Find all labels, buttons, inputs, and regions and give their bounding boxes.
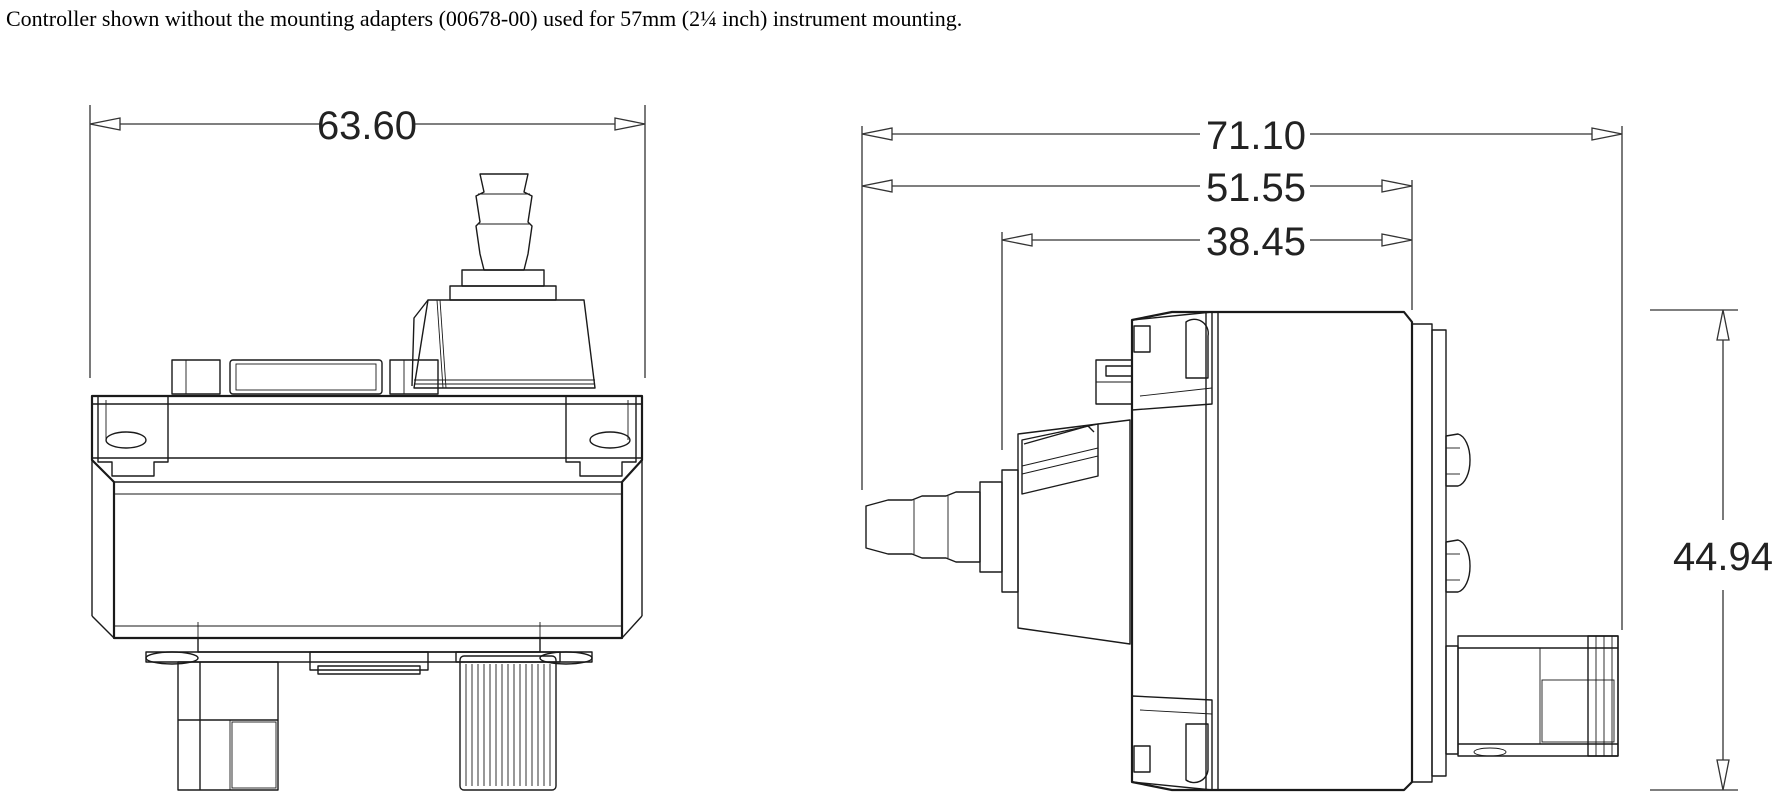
dimension-side-height: 44.94: [1650, 309, 1782, 791]
dimension-side-body: 51.55: [861, 166, 1413, 310]
dimension-label-housing: 38.45: [1206, 220, 1306, 264]
dimension-label-width: 63.60: [317, 104, 417, 148]
dimension-side-overall: 71.10: [861, 114, 1623, 630]
side-connector: [1445, 635, 1619, 757]
bottom-knurled-knob: [455, 651, 561, 791]
caption: Controller shown without the mounting ad…: [6, 6, 963, 31]
dimension-side-housing: 38.45: [1001, 220, 1413, 450]
front-base: [145, 622, 593, 675]
side-view: 71.10 51.55 38.45 44.94: [861, 114, 1782, 792]
dimension-front-width: 63.60: [89, 104, 646, 378]
side-knobs: [1445, 433, 1471, 593]
top-plate-features: [171, 359, 439, 395]
side-hose-barb: [865, 469, 1019, 593]
dimension-label-height: 44.94: [1673, 535, 1773, 579]
side-body: [1130, 310, 1447, 792]
bottom-left-fitting: [177, 661, 279, 791]
front-view: 63.60: [89, 104, 646, 791]
upper-dome: [411, 299, 596, 389]
side-dome: [1017, 419, 1131, 645]
dimension-label-overall: 71.10: [1206, 114, 1306, 158]
knurl-lines: [465, 664, 551, 786]
top-hose-barb: [449, 173, 557, 301]
dimension-label-body: 51.55: [1206, 166, 1306, 210]
side-mount-block: [1095, 359, 1133, 405]
front-housing: [90, 394, 644, 640]
